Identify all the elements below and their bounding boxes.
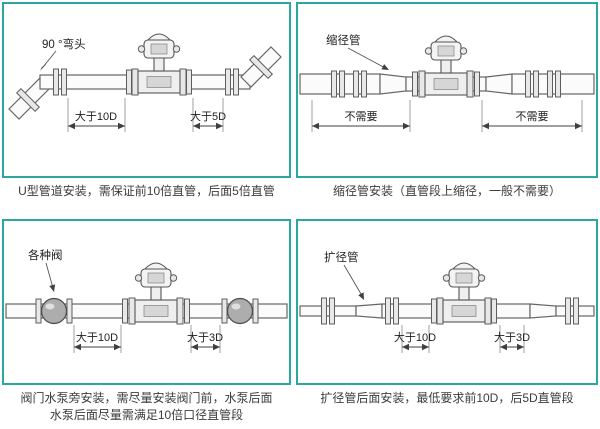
flange	[491, 298, 497, 324]
expander-cone-left	[355, 303, 383, 319]
caption-line-1: 阀门水泵旁安装，需尽量安装阀门前，水泵后面	[20, 391, 273, 405]
diagram-expander: 扩径管 大于10D	[299, 250, 595, 353]
dim-left-label: 不需要	[345, 110, 378, 123]
callout-leader-line	[42, 50, 57, 68]
callout-valves: 各种阀	[28, 248, 63, 292]
cell-u-type: 90 °弯头 大于10D	[2, 2, 291, 204]
callout-reducer-label: 缩径管	[326, 33, 361, 47]
dimension-right: 不需要	[481, 100, 583, 132]
flowmeter	[131, 33, 187, 96]
flange	[474, 71, 480, 97]
panel-u-type: 90 °弯头 大于10D	[2, 2, 291, 178]
diagram-reducer: 缩径管 不需要	[299, 33, 595, 132]
flowmeter	[436, 262, 492, 325]
dimension-right: 大于3D	[187, 325, 223, 353]
callout-leader-line	[347, 47, 384, 68]
valve-right	[221, 297, 259, 325]
flange	[122, 298, 128, 324]
flowmeter	[128, 262, 184, 325]
dim-left-label: 大于10D	[75, 109, 117, 123]
dim-right-label: 大于5D	[190, 109, 226, 123]
callout-arrow-icon	[49, 284, 56, 292]
flange	[126, 69, 132, 95]
callout-expander: 扩径管	[324, 250, 364, 300]
callout-leader-line	[343, 264, 362, 295]
flange	[184, 298, 190, 324]
cell-valve-pump: 各种阀 大于10D	[2, 219, 291, 427]
callout-elbow: 90 °弯头	[40, 37, 86, 71]
dim-left-label: 大于10D	[394, 330, 436, 344]
panel-expander: 扩径管 大于10D	[296, 219, 598, 385]
flange	[431, 298, 437, 324]
valve-left	[35, 297, 73, 325]
caption-line-2: 水泵后面尽量需满足10倍口径直管段	[49, 408, 244, 422]
caption-expander: 扩径管后面安装，最低要求前10D，后5D直管段	[320, 391, 574, 405]
dim-right-label: 大于3D	[187, 330, 223, 344]
caption-valve-pump: 阀门水泵旁安装，需尽量安装阀门前，水泵后面 水泵后面尽量需满足10倍口径直管段	[2, 385, 291, 427]
dimension-left: 不需要	[311, 100, 411, 132]
flange	[186, 69, 192, 95]
callout-valves-label: 各种阀	[28, 248, 63, 262]
dimension-left: 大于10D	[394, 325, 436, 353]
callout-reducer: 缩径管	[326, 33, 389, 70]
callout-arrow-icon	[40, 63, 47, 71]
dimension-right: 大于5D	[190, 98, 226, 132]
dimension-right: 大于3D	[494, 325, 530, 353]
panel-valve-pump: 各种阀 大于10D	[2, 219, 291, 385]
reducer-cone-right	[485, 73, 513, 95]
callout-leader-line	[45, 262, 54, 287]
flange	[15, 87, 41, 113]
expander-cone-right	[529, 303, 557, 319]
callout-arrow-icon	[381, 64, 389, 70]
caption-u-type: U型管道安装，需保证前10倍直管，后面5倍直管	[18, 184, 275, 198]
cell-reducer: 缩径管 不需要	[296, 2, 598, 204]
diagram-u-type: 90 °弯头 大于10D	[8, 33, 282, 132]
flange	[248, 54, 274, 80]
panel-reducer: 缩径管 不需要	[296, 2, 598, 178]
flowmeter	[418, 35, 474, 98]
dim-right-label: 不需要	[516, 110, 549, 123]
pipe-small-left	[299, 305, 357, 317]
callout-expander-label: 扩径管	[324, 250, 359, 264]
callout-elbow-label: 90 °弯头	[42, 37, 86, 51]
cell-expander: 扩径管 大于10D	[296, 219, 598, 427]
dim-right-label: 大于3D	[494, 330, 530, 344]
callout-arrow-icon	[358, 292, 364, 300]
diagram-valve-pump: 各种阀 大于10D	[5, 248, 288, 353]
dimension-left: 大于10D	[67, 98, 126, 132]
flange	[412, 71, 418, 97]
reducer-cone-left	[379, 73, 407, 95]
caption-reducer: 缩径管安装（直管段上缩径，一般不需要）	[332, 184, 561, 198]
dim-left-label: 大于10D	[76, 330, 118, 344]
dimension-left: 大于10D	[73, 325, 122, 353]
